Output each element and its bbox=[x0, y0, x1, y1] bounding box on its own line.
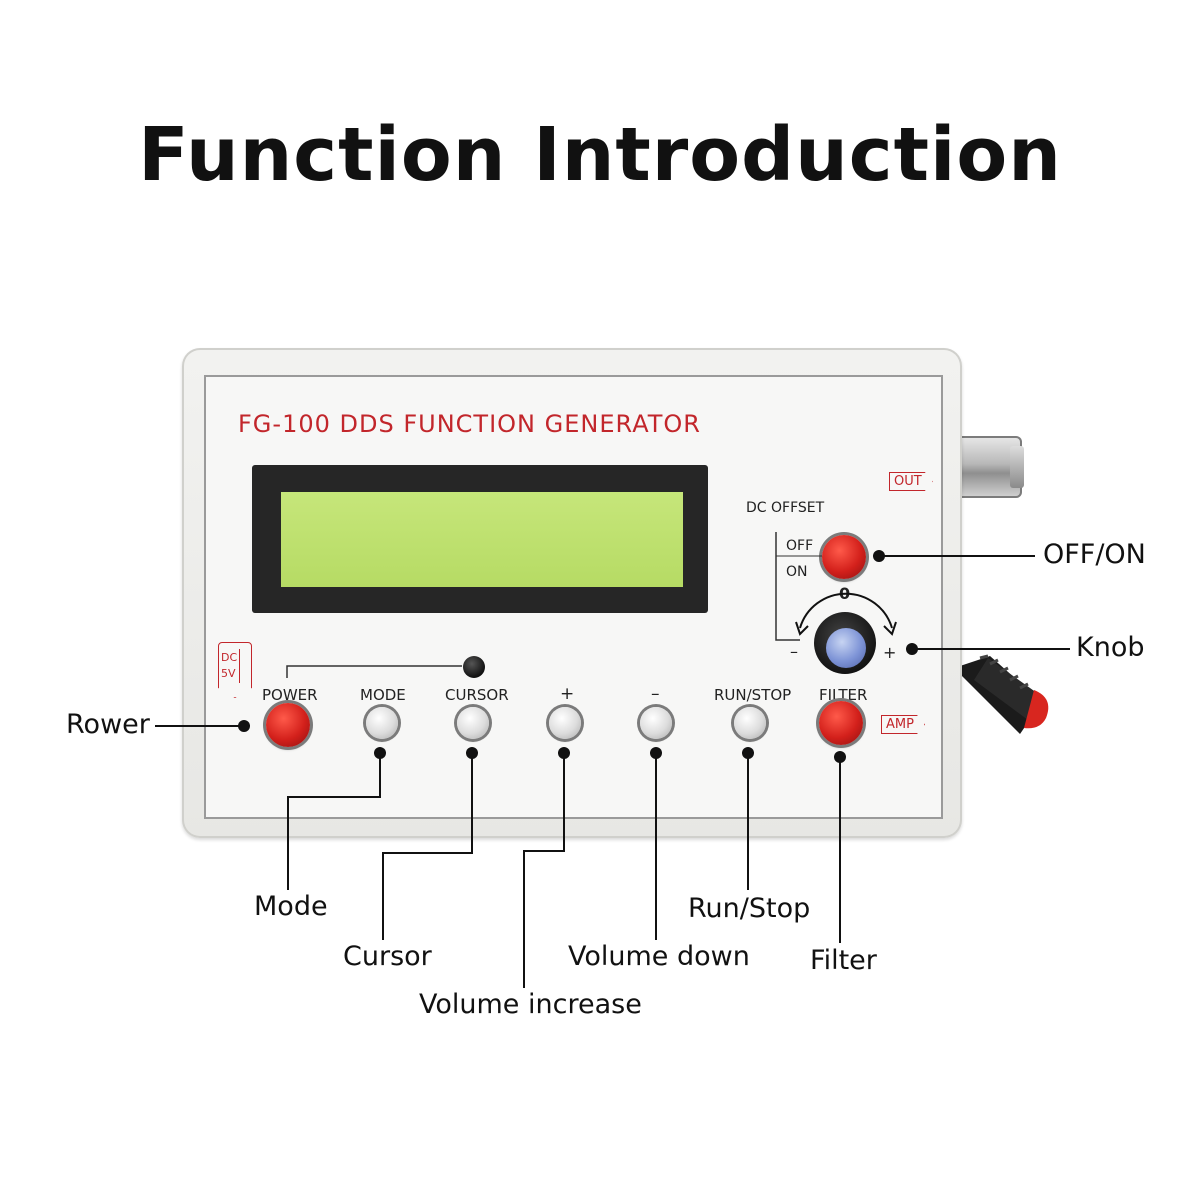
dc-polarity-icon bbox=[239, 649, 244, 683]
cursor-button-label: CURSOR bbox=[445, 686, 509, 704]
page-title: Function Introduction bbox=[138, 112, 1062, 198]
callout-filter: Filter bbox=[810, 945, 877, 976]
amplitude-knob[interactable] bbox=[950, 650, 1060, 740]
bnc-connector-tip bbox=[1010, 446, 1024, 488]
dc-offset-button[interactable] bbox=[822, 535, 866, 579]
mode-button-label: MODE bbox=[360, 686, 406, 704]
dc-tag-line1: DC bbox=[221, 651, 238, 664]
minus-button[interactable] bbox=[640, 707, 672, 739]
knob-minus-mark: – bbox=[790, 642, 798, 661]
callout-cursor: Cursor bbox=[343, 941, 432, 972]
dc-offset-off-label: OFF bbox=[786, 538, 814, 554]
lcd-display bbox=[281, 492, 683, 587]
plus-button[interactable] bbox=[549, 707, 581, 739]
offset-knob-cap bbox=[826, 628, 866, 668]
dc-tag-line2: 5V bbox=[221, 667, 236, 680]
run-stop-button[interactable] bbox=[734, 707, 766, 739]
dc-offset-heading: DC OFFSET bbox=[746, 500, 825, 516]
plus-button-label: + bbox=[560, 684, 575, 704]
amp-tag: AMP bbox=[881, 715, 925, 734]
callout-off-on: OFF/ON bbox=[1043, 539, 1146, 570]
out-tag: OUT bbox=[889, 472, 933, 491]
dc-offset-on-label: ON bbox=[786, 564, 808, 580]
minus-button-label: – bbox=[651, 684, 660, 704]
callout-run-stop: Run/Stop bbox=[688, 893, 811, 924]
power-button[interactable] bbox=[266, 703, 310, 747]
power-button-label: POWER bbox=[262, 686, 318, 704]
mode-button[interactable] bbox=[366, 707, 398, 739]
callout-power: Rower bbox=[66, 709, 150, 740]
knob-plus-mark: + bbox=[883, 643, 897, 662]
callout-volume-down: Volume down bbox=[568, 941, 750, 972]
device-model-label: FG-100 DDS FUNCTION GENERATOR bbox=[238, 410, 701, 438]
callout-mode: Mode bbox=[254, 891, 328, 922]
run-stop-button-label: RUN/STOP bbox=[714, 686, 792, 704]
filter-button-label: FILTER bbox=[819, 686, 868, 704]
callout-knob: Knob bbox=[1076, 632, 1145, 663]
cursor-button[interactable] bbox=[457, 707, 489, 739]
filter-button[interactable] bbox=[819, 701, 863, 745]
power-led bbox=[463, 656, 485, 678]
callout-volume-increase: Volume increase bbox=[419, 989, 642, 1020]
dc-power-tag: DC 5V bbox=[218, 642, 252, 698]
